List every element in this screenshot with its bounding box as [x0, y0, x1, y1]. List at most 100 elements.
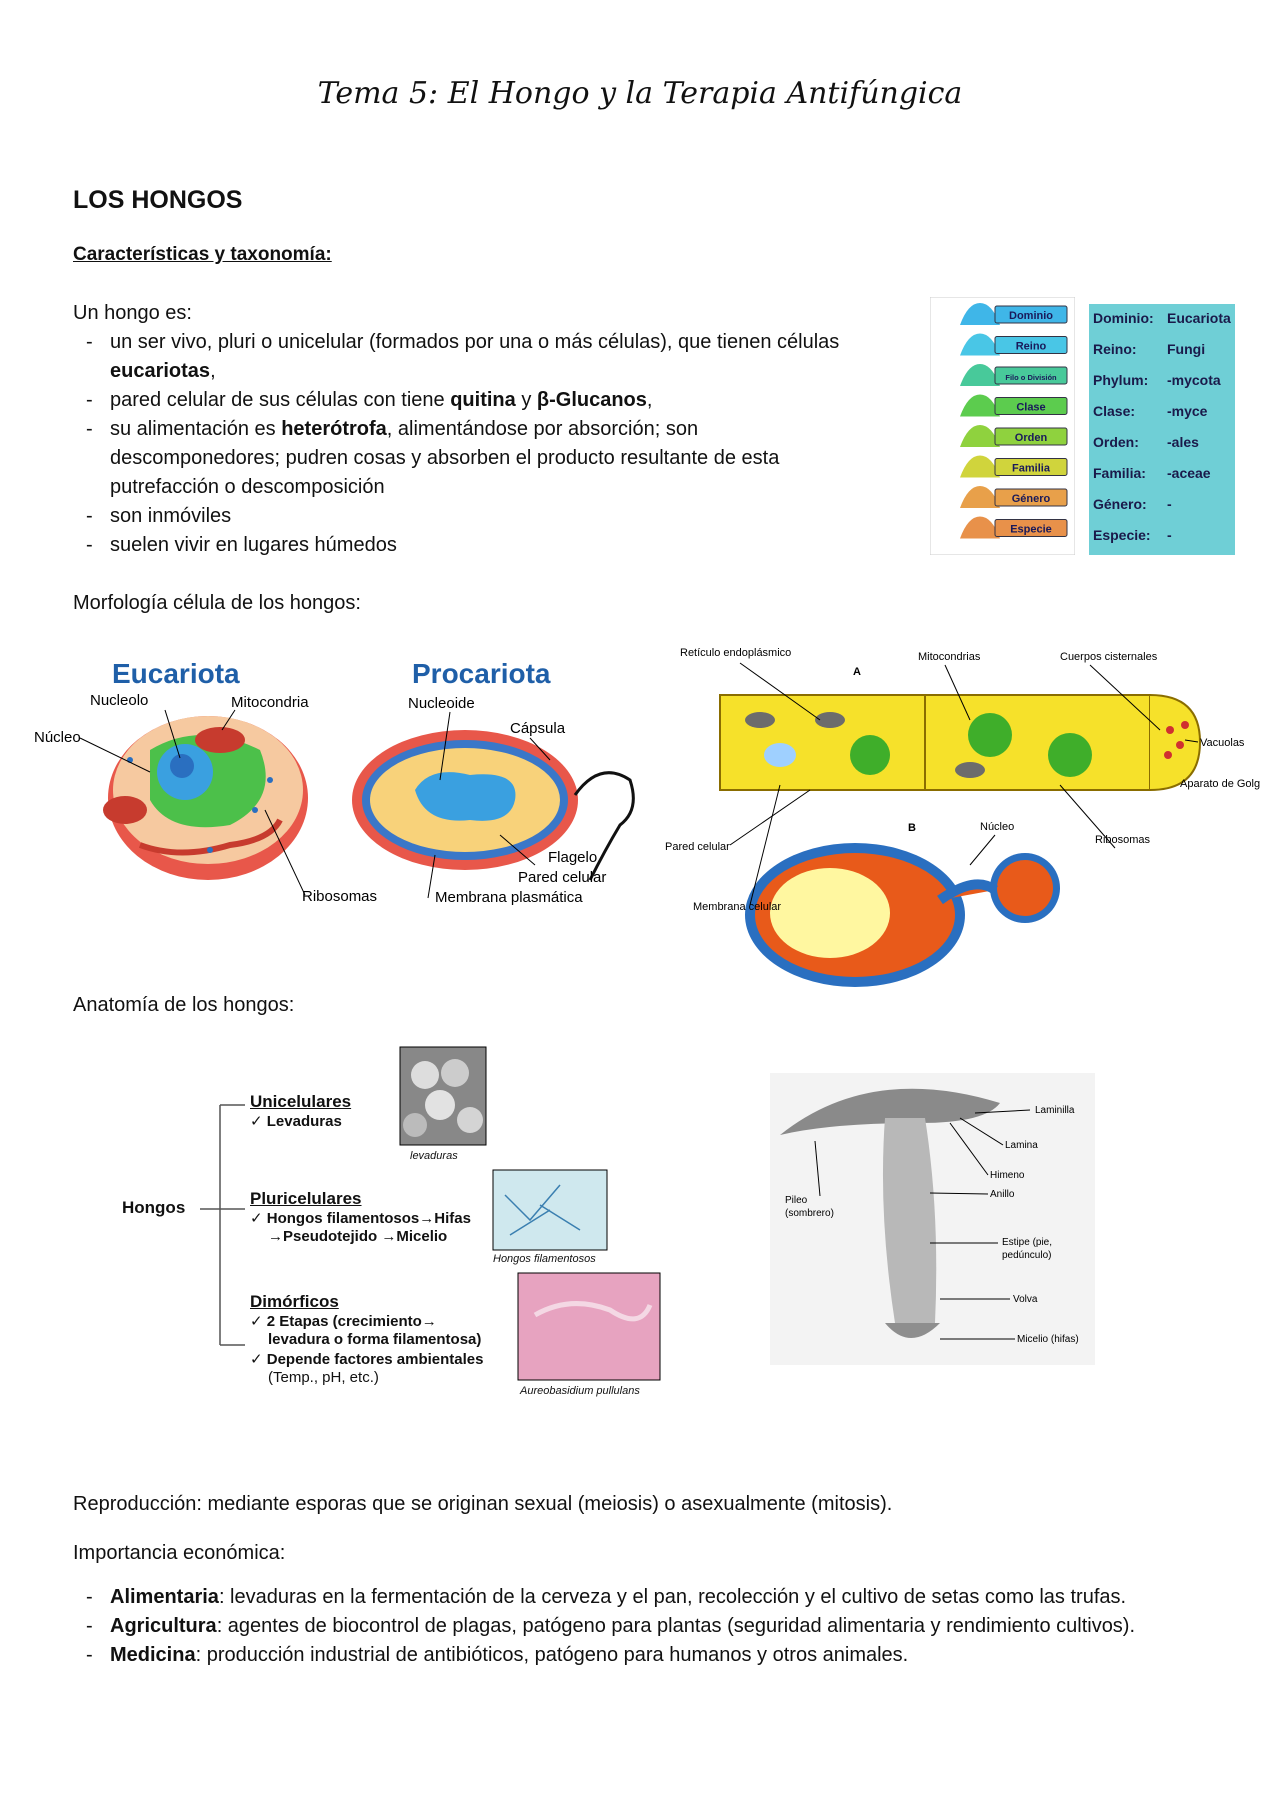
label-reticulo: Retículo endoplásmico: [680, 647, 791, 659]
eukaryote-title: Eucariota: [112, 658, 240, 689]
tree-dimorficos: Dimórficos: [250, 1292, 339, 1311]
taxonomy-value: -mycota: [1167, 372, 1221, 388]
label-capsula: Cápsula: [510, 720, 566, 737]
pyramid-level-shape: [960, 486, 1000, 508]
taxonomy-row: Orden: -ales: [1089, 434, 1235, 456]
section-heading: LOS HONGOS: [73, 186, 243, 214]
taxonomy-value: -ales: [1167, 434, 1199, 450]
taxonomy-value: Fungi: [1167, 341, 1206, 357]
taxonomy-row: Género: -: [1089, 496, 1235, 518]
anatomy-heading: Anatomía de los hongos:: [73, 994, 295, 1016]
label-cuerpos: Cuerpos cisternales: [1060, 651, 1158, 663]
taxonomy-rank: Clase:: [1093, 403, 1136, 419]
economic-heading: Importancia económica:: [73, 1542, 286, 1564]
fungal-cell-diagram: A B Retículo endoplásmico Mitocondrias C…: [665, 647, 1260, 987]
label-mitocondria: Mitocondria: [231, 694, 309, 711]
pyramid-level-box: [994, 519, 1068, 537]
prokaryote-title: Procariota: [412, 658, 551, 689]
label-estipe: Estipe (pie,: [1002, 1237, 1052, 1248]
label-golgi: Aparato de Golgi: [1180, 778, 1260, 790]
list-item: un ser vivo, pluri o unicelular (formado…: [73, 328, 913, 386]
mitochondrion: [195, 727, 245, 753]
tree-levaduras: ✓ Levaduras: [250, 1113, 342, 1130]
characteristics-list: un ser vivo, pluri o unicelular (formado…: [73, 328, 913, 560]
tree-pseudotejido: →Pseudotejido →Micelio: [268, 1228, 448, 1245]
mushroom-stem: [882, 1118, 937, 1323]
label-flagelo: Flagelo: [548, 849, 597, 866]
taxonomy-value: Eucariota: [1167, 310, 1231, 326]
tree-temp: (Temp., pH, etc.): [268, 1369, 379, 1386]
taxonomy-value: -: [1167, 527, 1172, 543]
taxonomy-rank: Género:: [1093, 496, 1147, 512]
pyramid-level-label: Especie: [1010, 524, 1052, 536]
list-item: son inmóviles: [73, 502, 913, 531]
label-pileo: Pileo: [785, 1195, 808, 1206]
list-item: su alimentación es heterótrofa, alimentá…: [73, 415, 870, 502]
pyramid-level-shape: [960, 516, 1000, 539]
pyramid-level-shape: [960, 425, 1000, 447]
pyramid-level-box: [994, 397, 1068, 415]
pyramid-level-box: [994, 458, 1068, 476]
tree-root: Hongos: [122, 1198, 186, 1217]
page-title: Tema 5: El Hongo y la Terapia Antifúngic…: [317, 76, 963, 111]
label-a: A: [853, 666, 861, 678]
mushroom-volva: [885, 1323, 940, 1338]
tree-etapas: ✓ 2 Etapas (crecimiento→: [250, 1313, 437, 1330]
pyramid-level-shape: [960, 394, 1000, 417]
label-membrana-fungal: Membrana celular: [693, 901, 781, 913]
label-laminilla: Laminilla: [1035, 1105, 1075, 1116]
nucleolus: [170, 754, 194, 778]
tree-factores: ✓ Depende factores ambientales: [250, 1351, 484, 1368]
mushroom-cap: [780, 1088, 1000, 1135]
subheading-characteristics: Características y taxonomía:: [73, 244, 332, 265]
tree-filamentosos: ✓ Hongos filamentosos→Hifas: [250, 1210, 471, 1227]
mushroom-diagram: Laminilla Lamina Himeno Anillo Pileo (so…: [770, 1073, 1095, 1365]
pyramid-level-shape: [960, 364, 1000, 386]
taxonomy-rank: Especie:: [1093, 527, 1151, 543]
pyramid-level-box: [994, 336, 1068, 354]
pyramid-level-shape: [960, 303, 1000, 325]
label-anillo: Anillo: [990, 1189, 1015, 1200]
label-lamina: Lamina: [1005, 1140, 1038, 1151]
label-nucleo: Núcleo: [34, 729, 81, 746]
taxonomy-rank: Phylum:: [1093, 372, 1149, 388]
list-item: pared celular de sus células con tiene q…: [73, 386, 913, 415]
caption-levaduras: levaduras: [410, 1150, 458, 1162]
tree-pluricelulares: Pluricelulares: [250, 1189, 362, 1208]
label-estipe2: pedúnculo): [1002, 1250, 1051, 1261]
taxonomy-value: -myce: [1167, 403, 1208, 419]
taxonomy-row: Dominio: Eucariota: [1089, 310, 1235, 332]
label-mitocondrias: Mitocondrias: [918, 651, 981, 663]
label-nucleo-fungal: Núcleo: [980, 821, 1014, 833]
label-sombrero: (sombrero): [785, 1208, 834, 1219]
taxonomy-rank: Dominio:: [1093, 310, 1154, 326]
pyramid-level-label: Dominio: [1009, 310, 1053, 322]
taxonomy-rank: Reino:: [1093, 341, 1137, 357]
taxonomy-row: Familia:-aceae: [1089, 465, 1235, 487]
reproduction-text: Reproducción: mediante esporas que se or…: [73, 1493, 893, 1515]
taxonomy-rank: Orden:: [1093, 434, 1139, 450]
tree-unicelulares: Unicelulares: [250, 1092, 352, 1111]
cell-diagram: Eucariota Procariota Nucleolo Mitocondri…: [34, 658, 635, 906]
label-b: B: [908, 822, 916, 834]
nucleoid: [415, 772, 516, 821]
caption-filamentosos: Hongos filamentosos: [493, 1253, 596, 1265]
tree-levadura-forma: levadura o forma filamentosa): [268, 1331, 482, 1348]
taxonomy-rank: Familia:: [1093, 465, 1146, 481]
morphology-heading: Morfología célula de los hongos:: [73, 592, 361, 614]
label-micelio: Micelio (hifas): [1017, 1334, 1079, 1345]
pyramid-level-label: Familia: [1012, 463, 1051, 475]
taxonomy-value: -: [1167, 496, 1172, 512]
pyramid-level-box: [994, 488, 1068, 507]
taxonomy-row: Clase: -myce: [1089, 403, 1235, 425]
taxonomy-row: Reino: Fungi: [1089, 341, 1235, 363]
flagellum: [573, 771, 635, 881]
pyramid-level-box: [994, 427, 1068, 446]
tree-lines: [200, 1046, 661, 1381]
list-item: Medicina: producción industrial de antib…: [73, 1641, 1233, 1670]
pyramid-level-label: Reino: [1016, 341, 1047, 353]
label-himeno: Himeno: [990, 1170, 1025, 1181]
taxonomy-row: Especie:-: [1089, 527, 1235, 549]
list-item: Agricultura: agentes de biocontrol de pl…: [73, 1612, 1150, 1641]
